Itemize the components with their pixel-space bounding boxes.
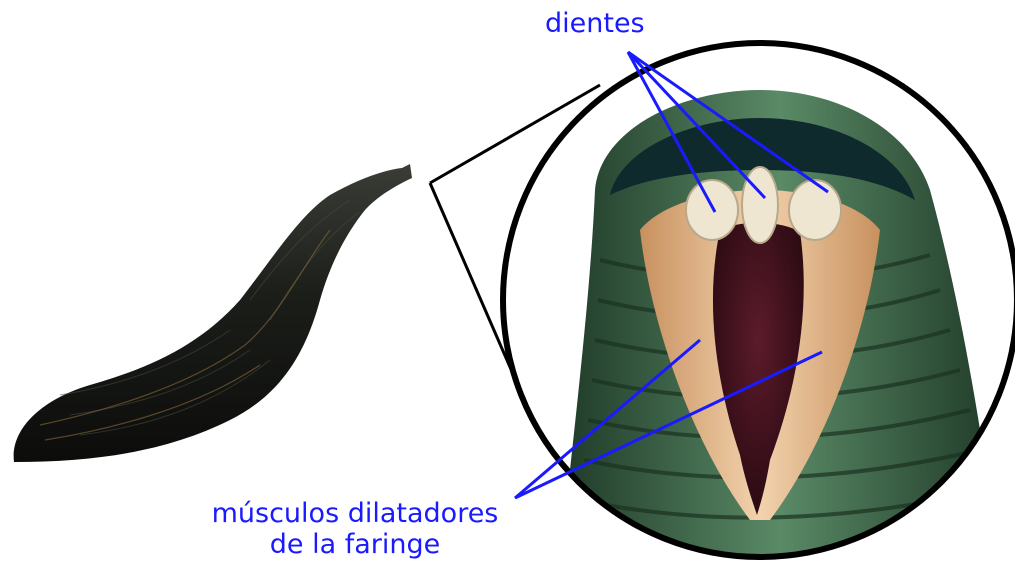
label-teeth: dientes (545, 10, 645, 37)
zoom-connector (430, 85, 600, 390)
label-muscles-line1: músculos dilatadores (205, 500, 505, 527)
leech-body (14, 164, 412, 462)
label-muscles-line2: de la faringe (205, 531, 505, 558)
label-pharyngeal-muscles: músculos dilatadores de la faringe (205, 500, 505, 558)
